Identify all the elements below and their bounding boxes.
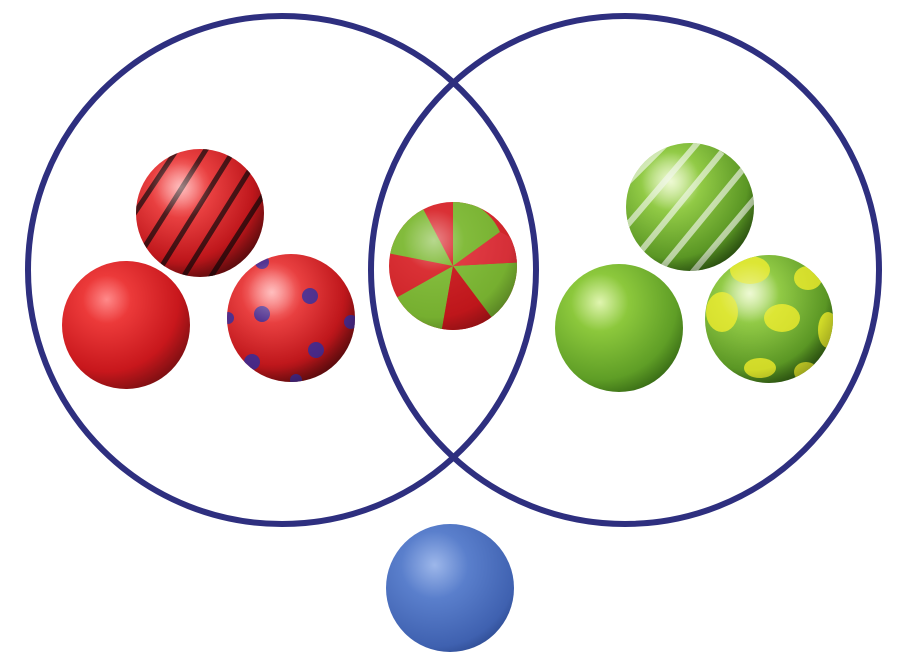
green-spotted-ball <box>705 255 838 383</box>
green-plain-ball <box>555 264 683 392</box>
red-plain-ball <box>62 261 190 389</box>
blue-plain-ball <box>386 524 514 652</box>
red-dotted-ball <box>222 253 358 386</box>
red-green-swirl-ball <box>382 196 525 340</box>
